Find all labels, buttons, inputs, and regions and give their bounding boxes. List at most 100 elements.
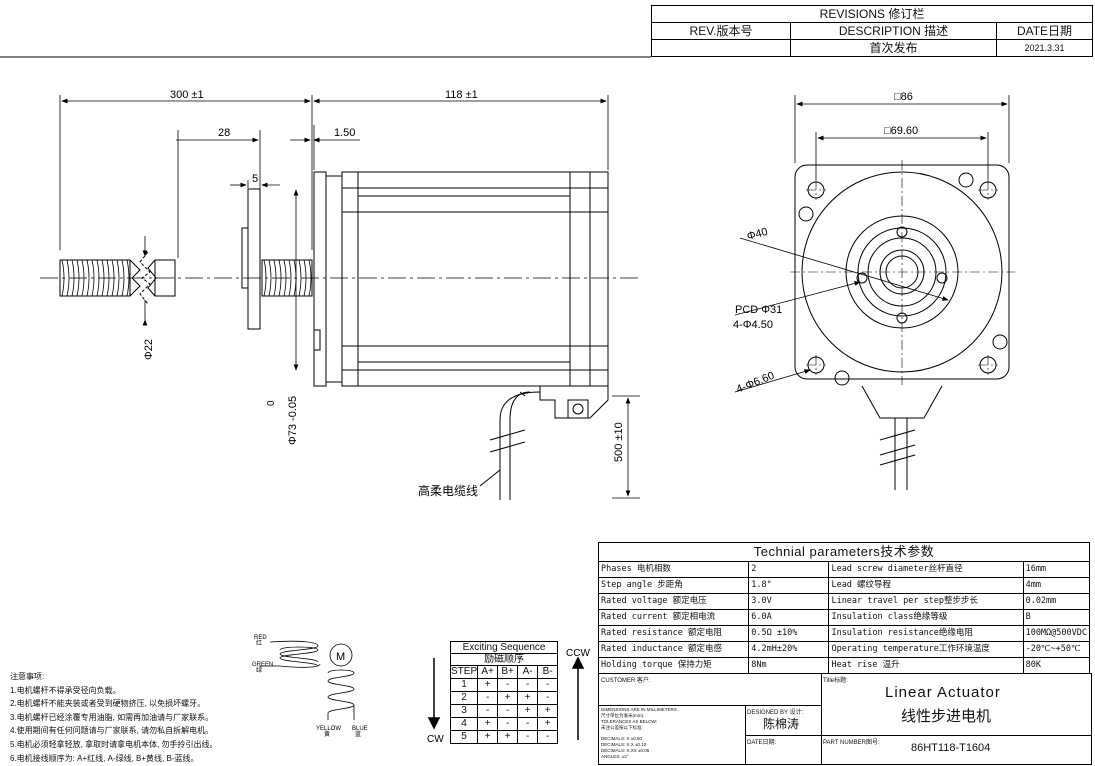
- dim-pcd31: PCD Φ31: [735, 304, 782, 316]
- desc-cell: 首次发布: [790, 39, 997, 57]
- seq-cell: -: [497, 717, 519, 731]
- thread-line: [303, 259, 307, 297]
- dim-note-2: 尺寸单位为毫米(mm).: [601, 713, 645, 718]
- param-cell: Insulation resistance绝缘电阻: [828, 625, 1024, 642]
- param-cell: Linear travel per step整步步长: [828, 593, 1024, 610]
- date-label: DATE日期:: [747, 740, 777, 746]
- param-cell: Phases 电机相数: [597, 561, 750, 578]
- seq-cell: +: [497, 730, 519, 744]
- seq-cell: -: [537, 730, 559, 744]
- param-cell: 1.8°: [748, 577, 830, 594]
- thread-line: [86, 259, 90, 297]
- param-cell: -20℃~+50℃: [1022, 641, 1091, 658]
- dim-note-4: 未注公差按以下标准:: [601, 725, 643, 730]
- seq-cell: +: [477, 717, 499, 731]
- customer-label: CUSTOMER 客户:: [601, 678, 651, 684]
- seq-cell: +: [477, 678, 499, 692]
- param-cell: Lead screw diameter丝杆直径: [828, 561, 1024, 578]
- note-item: 4.使用期间有任何问题请与厂家联系, 请勿私自拆解电机。: [10, 726, 214, 736]
- wire-blue-cn: 蓝: [355, 730, 361, 738]
- tol-3: DECIMALS: X.XX ±0.05: [601, 748, 650, 753]
- param-cell: Insulation class绝缘等级: [828, 609, 1024, 626]
- seq-row: 5++--: [449, 730, 559, 744]
- seq-cell: -: [537, 691, 559, 705]
- thread-line: [61, 259, 65, 297]
- tol-2: DECIMALS: X.X ±0.10: [601, 742, 647, 747]
- wire-red-cn: 红: [256, 639, 262, 647]
- seq-row: 3--++: [449, 704, 559, 718]
- seq-cell: 1: [449, 678, 479, 692]
- thread-line: [96, 259, 100, 297]
- seq-cell: +: [517, 691, 539, 705]
- thread-line: [273, 259, 277, 297]
- wire-yellow-cn: 黄: [324, 730, 330, 738]
- param-cell: 16mm: [1022, 561, 1091, 578]
- dim-dia73: Φ73 -0.05: [287, 396, 299, 445]
- title-cn: 线性步进电机: [901, 708, 992, 725]
- param-cell: Heat rise 温升: [828, 657, 1024, 674]
- thread-line: [278, 259, 282, 297]
- thread-line: [111, 259, 115, 297]
- param-cell: 80K: [1022, 657, 1091, 674]
- param-cell: 3.0V: [748, 593, 830, 610]
- param-cell: 6.0A: [748, 609, 830, 626]
- thread-line: [268, 259, 272, 297]
- revisions-header: REVISIONS 修订栏: [651, 5, 1093, 23]
- thread-line: [126, 259, 130, 297]
- param-cell: B: [1022, 609, 1091, 626]
- seq-cell: 5: [449, 730, 479, 744]
- dim-dia40: Φ40: [746, 226, 769, 243]
- param-cell: Operating temperature工作环境温度: [828, 641, 1024, 658]
- thread-line: [91, 259, 95, 297]
- seq-cell: -: [497, 678, 519, 692]
- dim-note-3: TOLERANCES AS BELOW:: [601, 719, 658, 724]
- wire-green-cn: 绿: [256, 666, 262, 674]
- thread-line: [106, 259, 110, 297]
- sequence-arrows: [427, 656, 585, 740]
- seq-cell: +: [477, 730, 499, 744]
- side-dimensions: [59, 95, 640, 499]
- seq-header-cell: STEP: [449, 665, 479, 679]
- desc-col: DESCRIPTION 描述: [790, 22, 997, 40]
- screw-thread-left: [59, 259, 131, 297]
- seq-cell: -: [477, 691, 499, 705]
- seq-cell: +: [537, 717, 559, 731]
- cable-label: 高柔电缆线: [418, 483, 478, 498]
- dim-dia73-tol: 0: [266, 400, 277, 406]
- part-label: PART NUMBER图号:: [823, 740, 880, 746]
- dim-150: 1.50: [334, 127, 355, 139]
- param-cell: Step angle 步距角: [597, 577, 750, 594]
- tol-1: DECIMALS: X ±0.50: [601, 736, 642, 741]
- dim-dia22: Φ22: [143, 339, 155, 360]
- param-cell: Holding torque 保持力矩: [597, 657, 750, 674]
- revisions-table: REVISIONS 修订栏 REV.版本号 DESCRIPTION 描述 DAT…: [651, 5, 1093, 57]
- date-cell: 2021.3.31: [996, 39, 1093, 57]
- seq-cell: -: [517, 730, 539, 744]
- thread-line: [101, 259, 105, 297]
- seq-title: Exciting Sequence: [449, 641, 559, 654]
- seq-cell: -: [477, 704, 499, 718]
- dim-sq86: □86: [894, 91, 913, 103]
- part-number: 86HT118-T1604: [911, 742, 991, 754]
- param-cell: Rated inductance 额定电感: [597, 641, 750, 658]
- side-view: [40, 171, 640, 500]
- param-cell: 8Nm: [748, 657, 830, 674]
- thread-line: [76, 259, 80, 297]
- dim-body-length: 118 ±1: [445, 89, 478, 101]
- seq-row: 2-++-: [449, 691, 559, 705]
- param-cell: Rated resistance 额定电阻: [597, 625, 750, 642]
- seq-cell: 3: [449, 704, 479, 718]
- wire-yellow-label: YELLOW: [316, 726, 341, 732]
- thread-line: [66, 259, 70, 297]
- note-item: 1.电机螺杆不得承受径向负载。: [10, 685, 121, 695]
- seq-cell: -: [497, 704, 519, 718]
- ccw-label: CCW: [566, 648, 590, 659]
- seq-header-cell: B+: [497, 665, 519, 679]
- note-item: 3.电机螺杆已经涂覆专用油脂, 如需再加油请与厂家联系。: [10, 712, 214, 722]
- dim-screw-length: 300 ±1: [170, 89, 204, 101]
- note-item: 2.电机螺杆不能夹装或者受到硬物挤压, 以免损坏螺牙。: [10, 699, 206, 709]
